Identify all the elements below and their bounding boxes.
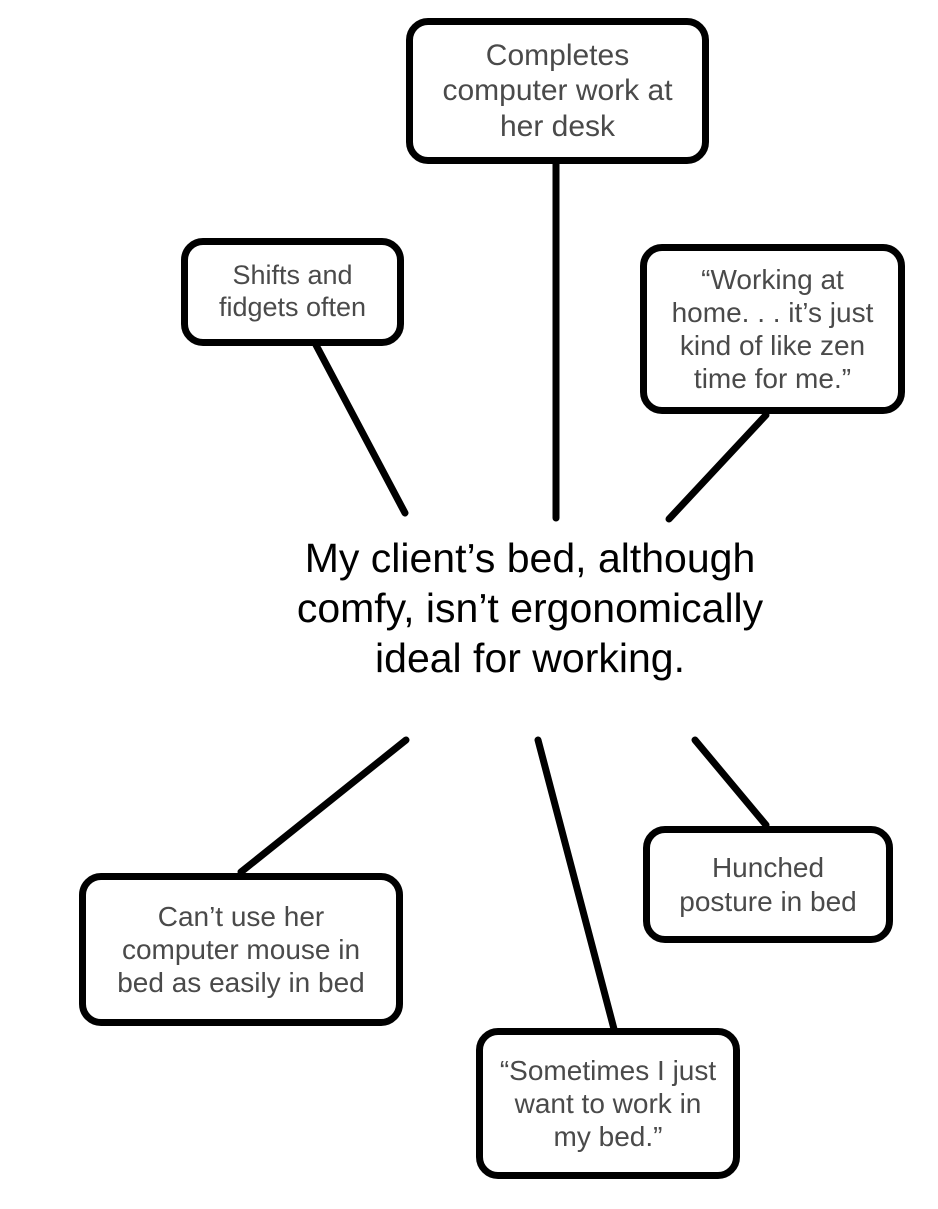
node-shifts-and-fidgets[interactable]: Shifts and fidgets often (181, 238, 404, 346)
node-cant-use-mouse[interactable]: Can’t use her computer mouse in bed as e… (79, 873, 403, 1026)
connector-shifts-to-center (312, 341, 409, 517)
connector-zen-to-center (665, 411, 770, 523)
connector-mouse-to-center (237, 736, 410, 876)
center-statement: My client’s bed, although comfy, isn’t e… (296, 535, 764, 682)
node-quote-sometimes-work-in-bed[interactable]: “Sometimes I just want to work in my bed… (476, 1028, 740, 1179)
node-label: Shifts and fidgets often (218, 260, 367, 322)
node-quote-working-at-home[interactable]: “Working at home. . . it’s just kind of … (640, 244, 905, 414)
node-label: Completes computer work at her desk (442, 38, 673, 143)
node-hunched-posture[interactable]: Hunched posture in bed (643, 826, 893, 943)
node-label: Hunched posture in bed (679, 852, 857, 917)
node-completes-computer-work[interactable]: Completes computer work at her desk (406, 18, 709, 164)
connector-sometimes-to-center (534, 736, 618, 1033)
node-label: Can’t use her computer mouse in bed as e… (117, 900, 365, 999)
node-label: “Working at home. . . it’s just kind of … (671, 263, 874, 395)
node-label: “Sometimes I just want to work in my bed… (499, 1054, 717, 1153)
connector-hunched-to-center (691, 736, 770, 829)
